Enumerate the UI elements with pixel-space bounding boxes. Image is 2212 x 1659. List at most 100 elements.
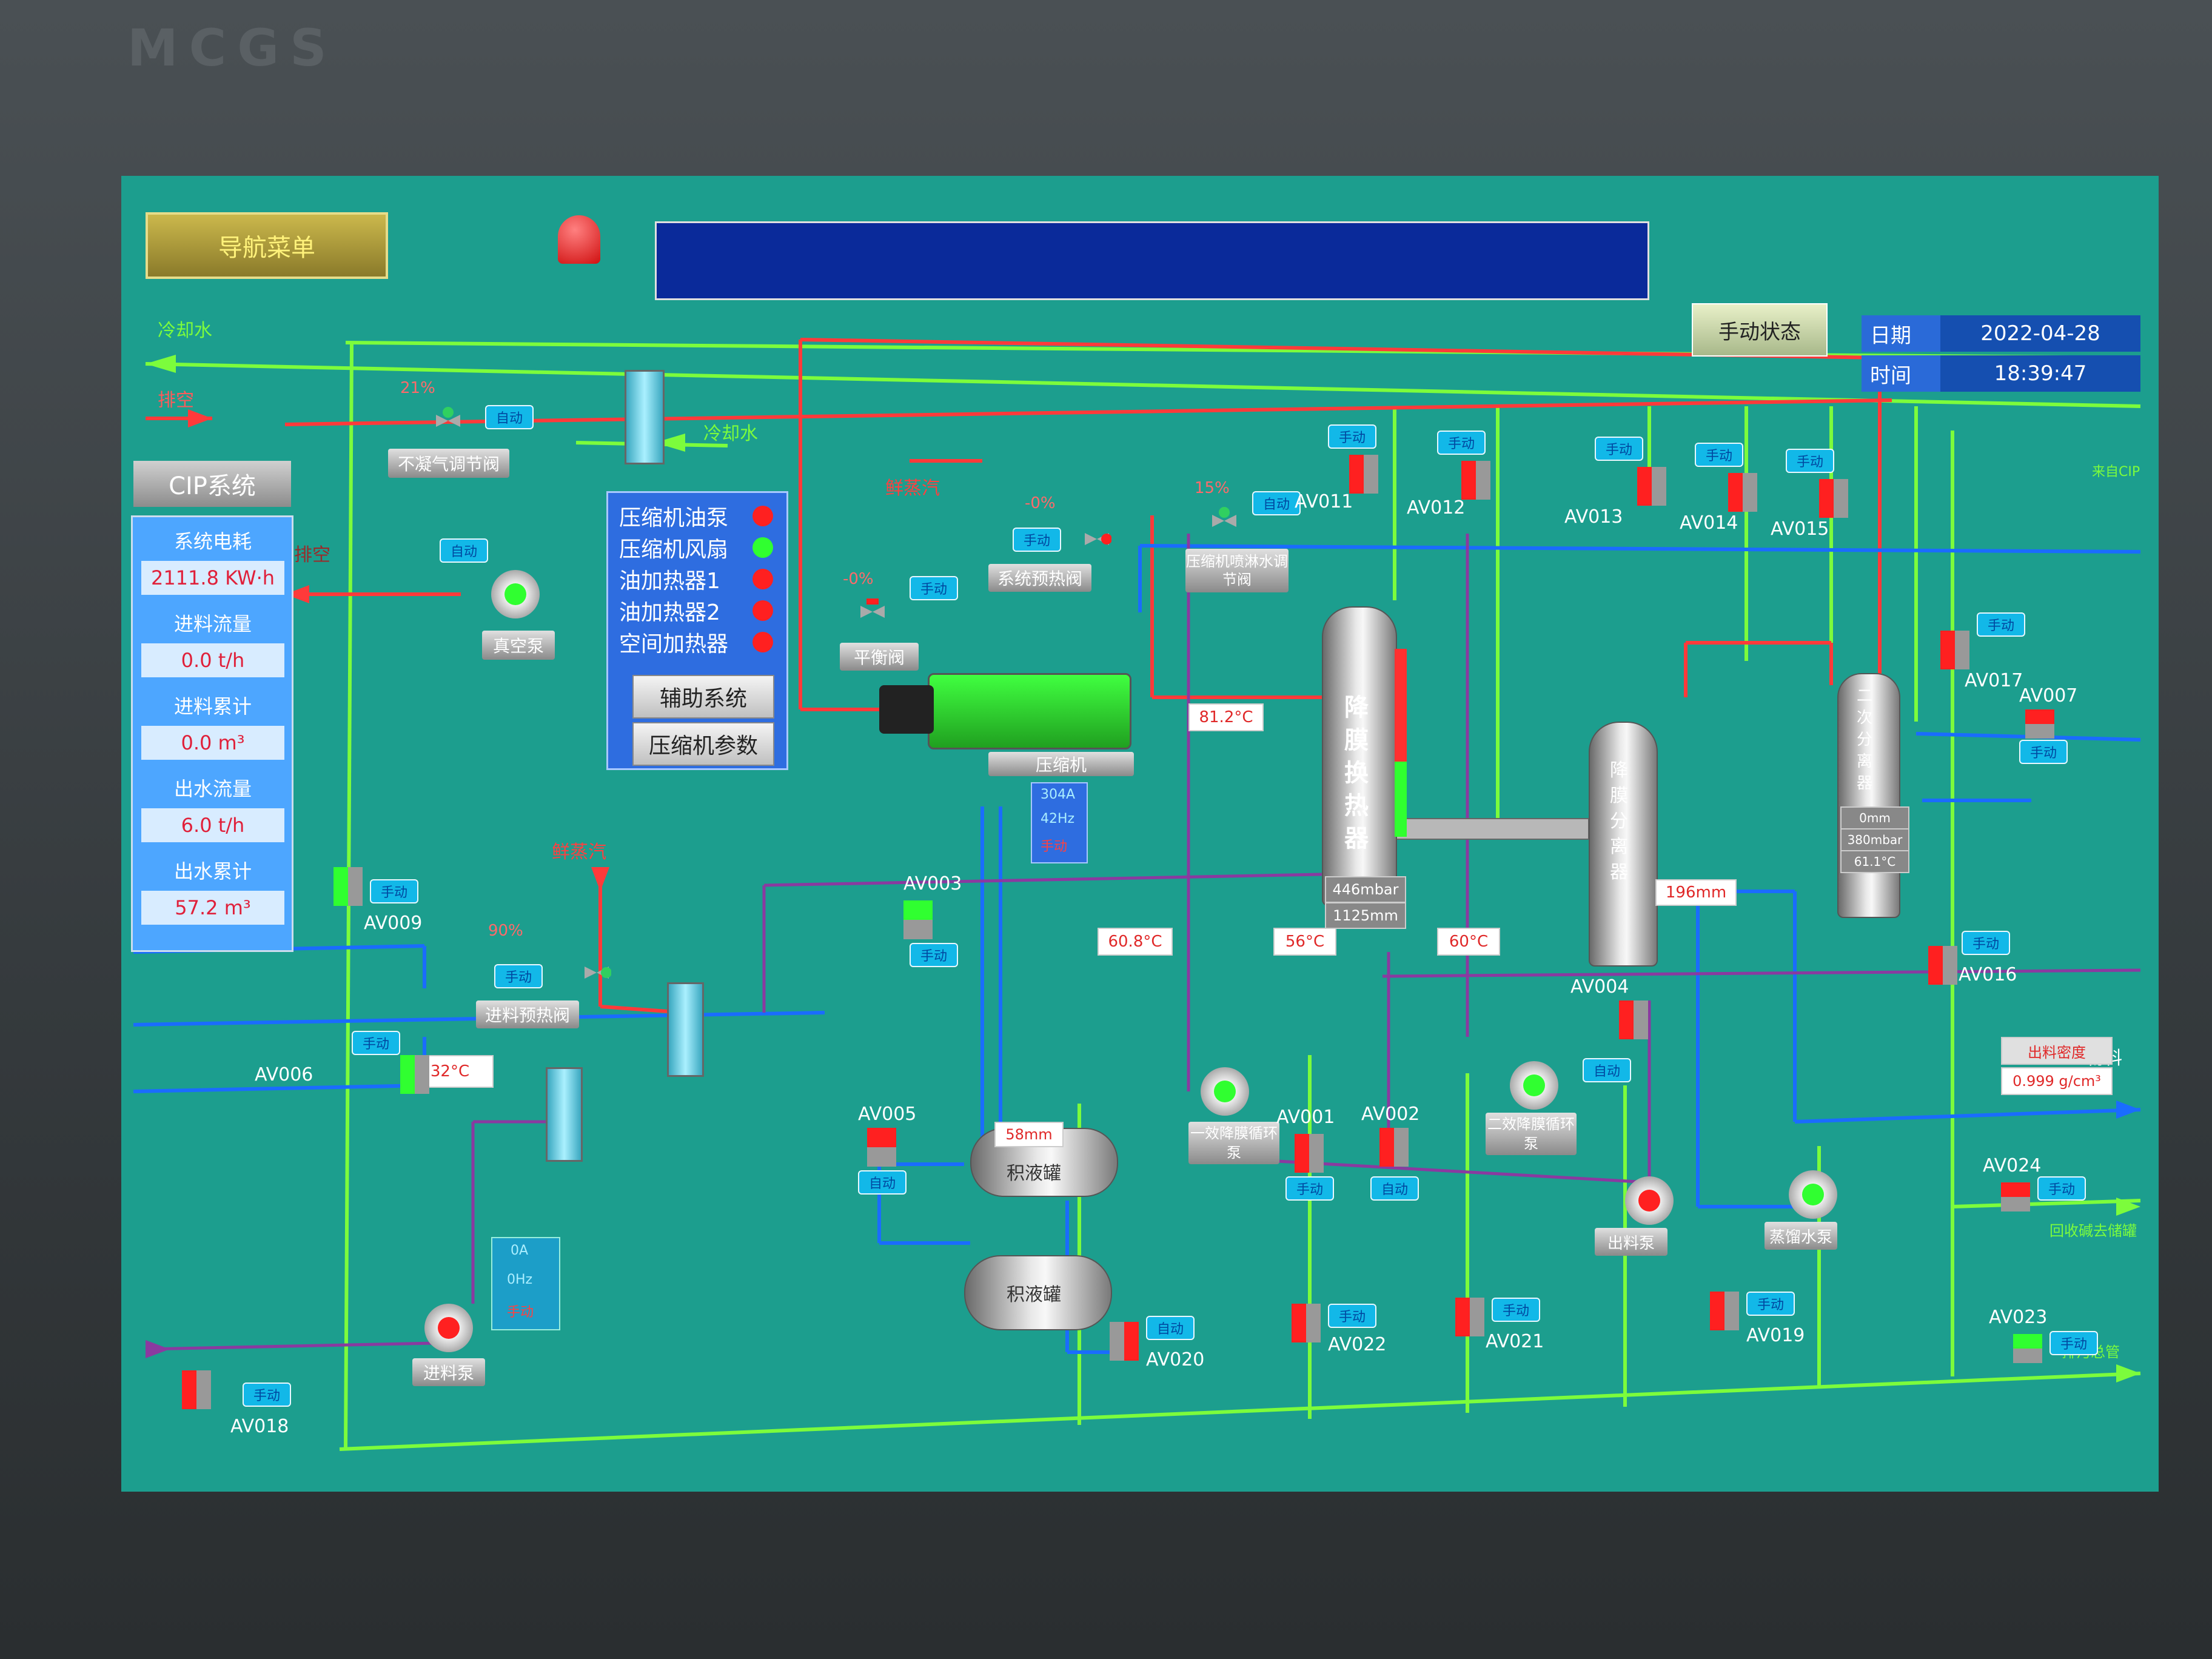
av013-label: AV013 [1564, 506, 1623, 528]
from-cip-label: 来自CIP [2092, 464, 2140, 480]
message-bar [655, 221, 1649, 300]
vacuum-pump-button[interactable]: 真空泵 [482, 631, 555, 660]
falling-film-separator[interactable] [1589, 722, 1658, 967]
av020-valve-icon[interactable] [1110, 1322, 1139, 1361]
tank1-level: 58mm [994, 1122, 1064, 1147]
cip-value-feed-flow: 0.0 t/h [141, 643, 284, 677]
av004-valve-icon[interactable] [1619, 1000, 1648, 1039]
vacuum-mode-tag[interactable]: 自动 [440, 538, 488, 563]
av011-mode-tag[interactable]: 手动 [1328, 424, 1376, 449]
noncond-valve-icon[interactable] [434, 406, 463, 435]
outlet-pump-icon[interactable] [1625, 1176, 1674, 1225]
status-led-icon [752, 632, 773, 652]
pump2-button[interactable]: 二效降膜循环泵 [1486, 1113, 1577, 1155]
recycle-label: 回收碱去储罐 [2049, 1222, 2137, 1239]
nav-menu-button[interactable]: 导航菜单 [146, 212, 388, 279]
av014-mode-tag[interactable]: 手动 [1695, 443, 1743, 467]
av001-mode-tag[interactable]: 手动 [1285, 1176, 1334, 1201]
av012-valve-icon[interactable] [1461, 461, 1490, 500]
mode-status-button[interactable]: 手动状态 [1692, 303, 1828, 357]
av014-valve-icon[interactable] [1728, 473, 1757, 512]
av022-valve-icon[interactable] [1292, 1304, 1321, 1342]
secondary-separator[interactable] [1837, 673, 1900, 918]
av011-valve-icon[interactable] [1349, 455, 1378, 494]
feed-preheat-valve-icon[interactable] [582, 958, 611, 987]
sep2-label: 二次分离器 [1856, 687, 1872, 793]
av021-valve-icon[interactable] [1455, 1298, 1484, 1336]
condenser [625, 370, 665, 464]
compressor-icon[interactable] [928, 673, 1131, 749]
av001-valve-icon[interactable] [1295, 1134, 1324, 1173]
preheat-valve-icon[interactable] [1082, 525, 1111, 554]
spray-mode-tag[interactable]: 自动 [1252, 491, 1301, 515]
pump1-icon[interactable] [1201, 1067, 1249, 1116]
av007-mode-tag[interactable]: 手动 [2019, 740, 2068, 764]
compressor-params-button[interactable]: 压缩机参数 [632, 722, 774, 766]
av006-valve-icon[interactable] [400, 1055, 429, 1094]
av003-label: AV003 [903, 873, 962, 894]
av002-valve-icon[interactable] [1379, 1128, 1409, 1167]
av023-valve-icon[interactable] [2013, 1334, 2042, 1363]
av024-mode-tag[interactable]: 手动 [2037, 1176, 2086, 1201]
av017-mode-tag[interactable]: 手动 [1977, 612, 2025, 637]
pump1-button[interactable]: 一效降膜循环泵 [1188, 1122, 1279, 1164]
av015-mode-tag[interactable]: 手动 [1786, 449, 1834, 473]
distilled-water-pump-icon[interactable] [1789, 1170, 1837, 1219]
pump2-icon[interactable] [1510, 1061, 1558, 1110]
preheat-mode-tag[interactable]: 手动 [1013, 528, 1061, 552]
vacuum-pump-icon[interactable] [491, 570, 540, 618]
av005-mode-tag[interactable]: 自动 [858, 1170, 907, 1195]
balance-mode-tag[interactable]: 手动 [910, 576, 958, 600]
balance-valve-icon[interactable] [858, 597, 887, 626]
av018-valve-icon[interactable] [182, 1370, 211, 1409]
cooling-water-in-label: 冷却水 [703, 423, 758, 444]
noncond-valve-button[interactable]: 不凝气调节阀 [388, 449, 509, 478]
av018-mode-tag[interactable]: 手动 [243, 1382, 291, 1407]
av015-valve-icon[interactable] [1819, 479, 1848, 518]
av006-mode-tag[interactable]: 手动 [352, 1031, 400, 1055]
feed-preheat-mode-tag[interactable]: 手动 [494, 964, 543, 988]
distilled-water-pump-button[interactable]: 蒸馏水泵 [1765, 1222, 1837, 1250]
av016-mode-tag[interactable]: 手动 [1962, 931, 2010, 955]
av007-valve-icon[interactable] [2025, 709, 2054, 739]
av002-mode-tag[interactable]: 自动 [1370, 1176, 1419, 1201]
av019-valve-icon[interactable] [1710, 1292, 1739, 1330]
time-value: 18:39:47 [1940, 355, 2140, 392]
liquid-tank-2[interactable] [964, 1255, 1112, 1330]
compressor-mode: 手动 [1041, 839, 1068, 854]
av012-mode-tag[interactable]: 手动 [1437, 431, 1486, 455]
av009-label: AV009 [364, 913, 423, 934]
av021-mode-tag[interactable]: 手动 [1492, 1298, 1540, 1322]
av004-mode-tag[interactable]: 自动 [1583, 1058, 1631, 1082]
av016-valve-icon[interactable] [1928, 946, 1957, 985]
sep2-temperature: 61.1°C [1840, 850, 1909, 873]
spray-valve-button[interactable]: 压缩机喷淋水调节阀 [1185, 549, 1289, 592]
spray-valve-icon[interactable] [1210, 506, 1239, 535]
falling-film-heat-exchanger[interactable] [1322, 606, 1397, 906]
feed-pump-icon[interactable] [424, 1304, 473, 1352]
av023-mode-tag[interactable]: 手动 [2049, 1331, 2098, 1355]
aux-system-button[interactable]: 辅助系统 [632, 675, 774, 719]
av005-valve-icon[interactable] [867, 1128, 896, 1167]
av001-label: AV001 [1276, 1107, 1335, 1128]
preheat-valve-button[interactable]: 系统预热阀 [988, 564, 1091, 592]
feed-pump-button[interactable]: 进料泵 [412, 1358, 485, 1386]
av003-mode-tag[interactable]: 手动 [910, 943, 958, 967]
av022-mode-tag[interactable]: 手动 [1328, 1304, 1376, 1328]
av019-mode-tag[interactable]: 手动 [1746, 1292, 1795, 1316]
balance-valve-button[interactable]: 平衡阀 [840, 643, 919, 671]
cip-system-button[interactable]: CIP系统 [133, 461, 291, 507]
av024-valve-icon[interactable] [2001, 1182, 2030, 1212]
compressor-label[interactable]: 压缩机 [988, 752, 1134, 776]
av013-mode-tag[interactable]: 手动 [1595, 437, 1643, 461]
av003-valve-icon[interactable] [903, 900, 933, 939]
av020-mode-tag[interactable]: 自动 [1146, 1316, 1195, 1340]
av013-valve-icon[interactable] [1637, 467, 1666, 506]
feed-preheat-button[interactable]: 进料预热阀 [476, 1000, 579, 1028]
av017-valve-icon[interactable] [1940, 631, 1969, 669]
preheater-exchanger-1 [667, 982, 704, 1077]
outlet-pump-button[interactable]: 出料泵 [1595, 1228, 1667, 1256]
av009-mode-tag[interactable]: 手动 [370, 879, 418, 903]
av009-valve-icon[interactable] [333, 867, 363, 906]
noncond-mode-tag[interactable]: 自动 [485, 405, 534, 429]
